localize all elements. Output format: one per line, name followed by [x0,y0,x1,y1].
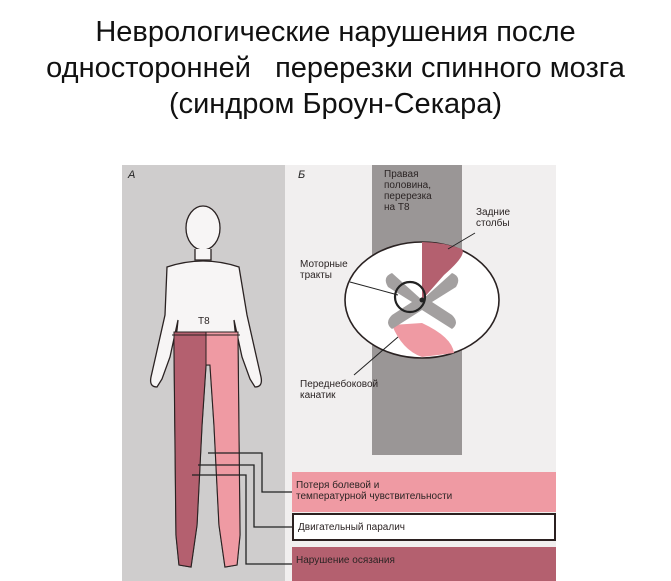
human-body-figure [149,205,263,568]
right-half-label: Правая половина, перерезка на Т8 [384,169,432,213]
right-leg-pain-loss [205,331,241,568]
anterolateral-lesion [392,323,454,357]
legend-pain-temperature: Потеря болевой и температурной чувствите… [292,472,556,512]
motor-tract-circle [393,280,427,314]
brown-sequard-figure: А Б [122,165,556,581]
pointer-motor [349,281,399,296]
cord-pointers [349,232,476,376]
title-line-3: (синдром Броун-Секара) [168,88,503,120]
legend-pain-temperature-text: Потеря болевой и температурной чувствите… [296,480,453,502]
title-line-2: односторонней перерезки спинного мозга [46,52,625,84]
left-leg-motor-deficit [173,331,207,568]
motor-tracts-label: Моторные тракты [300,259,348,281]
legend-leaders [192,452,292,565]
title-line-1: Неврологические нарушения после [95,16,576,48]
anterolateral-label: Переднебоковой канатик [300,379,379,401]
head-shape [185,205,221,251]
t8-level-label: Т8 [198,316,210,327]
central-canal [419,297,425,303]
legend-touch-loss-text: Нарушение осязания [296,555,395,566]
pointer-dorsal [447,232,476,250]
legend-touch-loss: Нарушение осязания [292,547,556,581]
pointer-anterolateral [353,336,399,376]
legend-motor-paralysis-text: Двигательный паралич [298,522,405,533]
panel-b-letter: Б [298,169,306,181]
slide-title: Неврологические нарушения после одностор… [0,14,671,122]
leader-motor [198,464,292,528]
dorsal-columns-label: Задние столбы [476,207,511,229]
legend-motor-paralysis: Двигательный паралич [292,513,556,541]
figure-drawing [149,205,500,568]
body-outline [149,260,263,568]
panel-a-letter: А [128,169,136,181]
leader-sensation [192,474,292,565]
leader-pain [208,452,292,493]
neck-shape [194,249,212,261]
dorsal-column-lesion [422,242,463,300]
spinal-cord-section [344,241,500,359]
